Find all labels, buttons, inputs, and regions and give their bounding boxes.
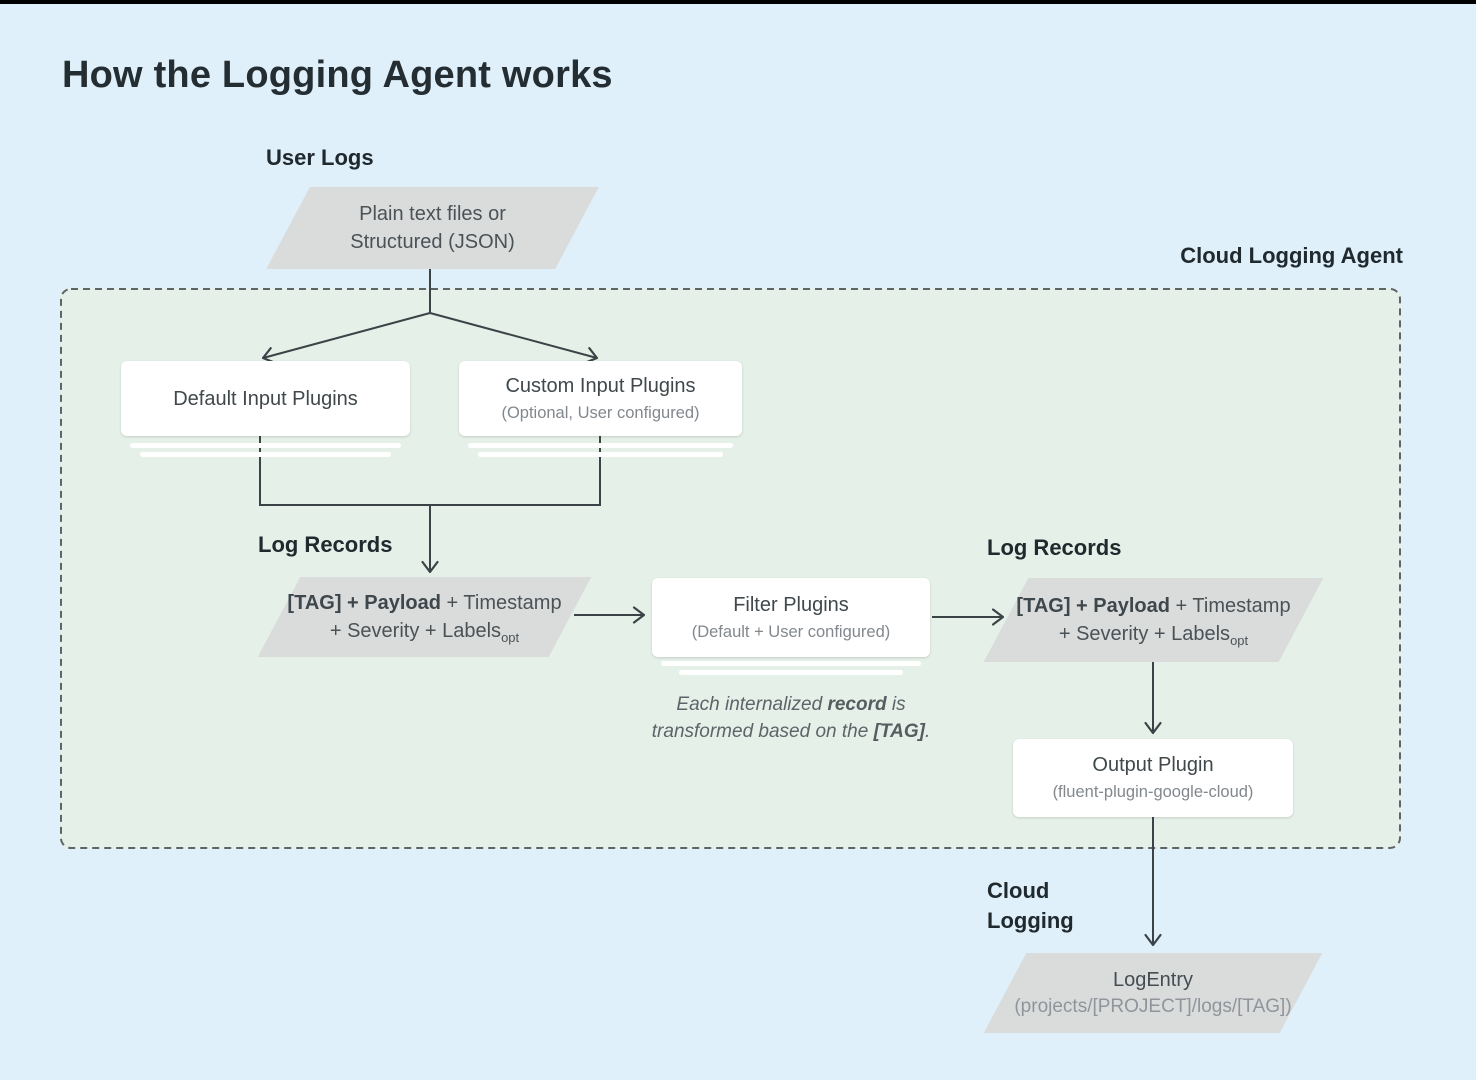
paper-stack-bar [679,670,903,675]
card-title: Default Input Plugins [173,387,358,410]
paper-stack-bar [140,452,391,457]
user-logs-label: User Logs [266,145,374,170]
card-title: Filter Plugins [733,593,849,616]
cloud-logging-label: Cloud Logging [987,878,1074,933]
node-log-record-left: [TAG] + Payload + Timestamp + Severity +… [257,577,592,657]
card-subtitle: (Default + User configured) [691,622,891,641]
subscript-opt: opt [1230,633,1249,648]
subscript-opt: opt [501,630,520,645]
page-title: How the Logging Agent works [62,54,613,96]
node-text: [TAG] + Payload + Timestamp + Severity +… [1016,595,1291,648]
log-records-left-label: Log Records [258,532,393,557]
node-text: [TAG] + Payload + Timestamp + Severity +… [287,592,562,645]
node-user-logs-input: Plain text files or Structured (JSON) [266,187,599,269]
card-subtitle: (Optional, User configured) [501,403,700,422]
paper-stack-bar [468,443,733,448]
card-subtitle: (fluent-plugin-google-cloud) [1052,783,1254,802]
paper-stack-bar [661,661,921,666]
cloud-logging-agent-label: Cloud Logging Agent [1180,243,1403,268]
paper-stack-bar [130,443,401,448]
node-output-plugin: Output Plugin (fluent-plugin-google-clou… [1013,739,1293,817]
node-log-record-right: [TAG] + Payload + Timestamp + Severity +… [983,578,1324,662]
card-title: Custom Input Plugins [505,374,696,397]
card-title: Output Plugin [1092,754,1214,777]
filter-note: Each internalized record is transformed … [651,694,931,742]
top-border-bar [0,0,1476,4]
node-filter-plugins: Filter Plugins (Default + User configure… [652,578,930,657]
paper-stack-bar [478,452,723,457]
node-default-input-plugins: Default Input Plugins [121,361,410,436]
node-log-entry: LogEntry (projects/[PROJECT]/logs/[TAG]) [983,953,1323,1033]
node-text: LogEntry (projects/[PROJECT]/logs/[TAG]) [1014,968,1292,1017]
node-text: Plain text files or Structured (JSON) [350,203,515,253]
log-records-right-label: Log Records [987,535,1122,560]
node-custom-input-plugins: Custom Input Plugins (Optional, User con… [459,361,742,436]
